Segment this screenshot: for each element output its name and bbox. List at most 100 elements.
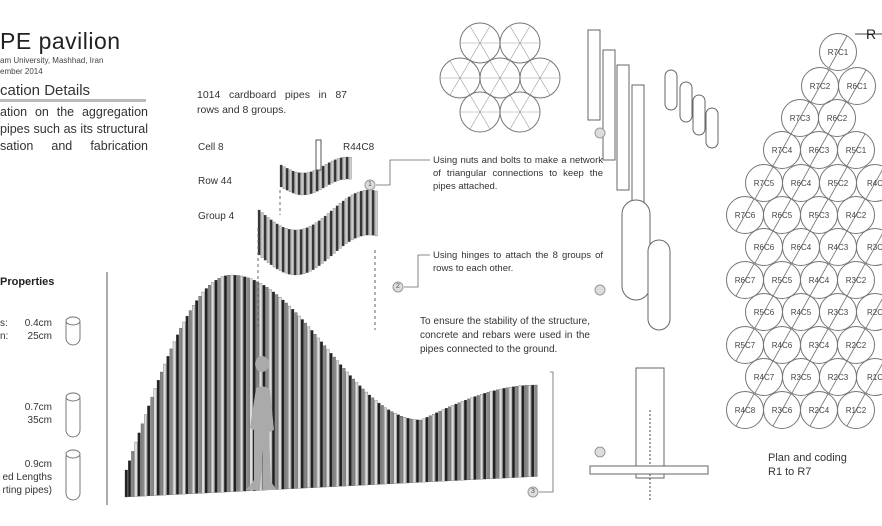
pipe: [347, 196, 351, 242]
plan-cell: [856, 293, 882, 331]
pipe: [339, 157, 343, 180]
pipe: [335, 205, 339, 251]
plan-caption: Plan and coding R1 to R7: [768, 451, 847, 479]
pipe: [480, 394, 483, 480]
plan-cell-label: R7C5: [754, 179, 775, 188]
pipe: [163, 363, 167, 496]
pipe: [371, 190, 375, 236]
note-nuts-bolts: Using nuts and bolts to make a network o…: [433, 155, 603, 192]
plan-cell-diagonal: [809, 393, 829, 427]
pipe: [224, 275, 227, 493]
prop-label: n:: [0, 331, 9, 342]
pipe: [220, 276, 224, 493]
prop-value: rting pipes): [2, 485, 52, 496]
plan-cell-label: R6C2: [827, 114, 848, 123]
pipe: [124, 469, 128, 498]
plan-cell-label: R4C5: [791, 308, 812, 317]
pipe: [281, 227, 285, 273]
plan-cell-diagonal: [847, 69, 867, 103]
pipe: [364, 391, 368, 486]
cell-pipe: [315, 139, 322, 171]
group-label: Group 4: [198, 211, 235, 222]
pipe: [153, 388, 157, 496]
detail-pipe: [602, 49, 616, 161]
plan-cell: [819, 33, 857, 71]
pipe: [211, 282, 215, 493]
pipe: [240, 275, 243, 492]
plan-cell-diagonal: [846, 393, 866, 427]
section-heading: cation Details: [0, 82, 91, 99]
callout-line: [404, 254, 430, 288]
plan-cell-label: R3C3: [828, 308, 849, 317]
pipe: [313, 334, 317, 488]
pipe: [307, 326, 311, 489]
pipe: [281, 299, 285, 490]
pipe: [374, 400, 378, 485]
pipe-top-icon: [65, 392, 81, 402]
pipe: [508, 387, 512, 478]
pipe: [329, 353, 333, 487]
plan-caption-line: Plan and coding: [768, 452, 847, 464]
plan-cell: [837, 391, 875, 429]
plan-cell-label: R5C3: [809, 211, 830, 220]
plan-cell-diagonal: [809, 263, 829, 297]
plan-cell-diagonal: [828, 360, 848, 394]
para-line: ation on the aggregation: [0, 105, 148, 119]
plan-cell-label: R4C2: [846, 211, 867, 220]
pipe: [160, 371, 163, 496]
pipe: [355, 382, 359, 486]
pipe: [314, 222, 318, 268]
pipe: [512, 386, 515, 478]
pipe: [419, 419, 423, 483]
plan-cell-diagonal: [846, 133, 866, 167]
pipe: [302, 228, 306, 274]
plan-cell-label: R6C4: [791, 179, 812, 188]
pipe: [208, 285, 211, 493]
pipe: [249, 278, 253, 491]
pipe: [400, 415, 403, 484]
plan-cell: [837, 196, 875, 234]
plan-cell: [856, 358, 882, 396]
pipe: [320, 218, 324, 264]
pipe: [323, 215, 327, 262]
plan-cell-diagonal: [754, 360, 774, 394]
pipe: [359, 190, 363, 237]
plan-cell-diagonal: [809, 133, 829, 167]
pipe: [348, 157, 352, 180]
plan-cell-diagonal: [772, 198, 792, 232]
pipe: [156, 380, 160, 496]
divider: [0, 99, 146, 102]
pipe: [140, 423, 144, 497]
pipe: [332, 208, 336, 254]
plan-cell-label: R7C3: [790, 114, 811, 123]
pipe: [326, 213, 330, 259]
pipe: [515, 386, 519, 478]
pipe: [464, 399, 467, 481]
plan-cell: [856, 228, 882, 266]
pipe: [179, 328, 183, 495]
plan-cell-diagonal: [735, 198, 755, 232]
pipe: [353, 193, 357, 239]
pipe: [371, 397, 375, 485]
plan-cell-diagonal: [772, 393, 792, 427]
pipe: [342, 368, 346, 487]
plan-cell: [837, 131, 875, 169]
pipe: [233, 274, 237, 492]
pipe: [214, 280, 218, 493]
plan-cell-label: R5C7: [735, 341, 756, 350]
plan-cell-label: R7C4: [772, 146, 793, 155]
pipe: [333, 159, 337, 182]
pipe: [457, 402, 461, 481]
plan-cell-label: R1C2: [846, 406, 867, 415]
cell-code: R44C8: [343, 142, 375, 153]
pipe: [288, 305, 291, 489]
pipe: [518, 385, 522, 478]
pipe: [448, 406, 451, 481]
pipe: [227, 274, 231, 493]
pipe: [182, 321, 186, 495]
pipe: [416, 419, 419, 483]
plan-cell-diagonal: [791, 360, 811, 394]
plan-cell-diagonal: [865, 233, 882, 264]
plan-cell-diagonal: [846, 198, 866, 232]
